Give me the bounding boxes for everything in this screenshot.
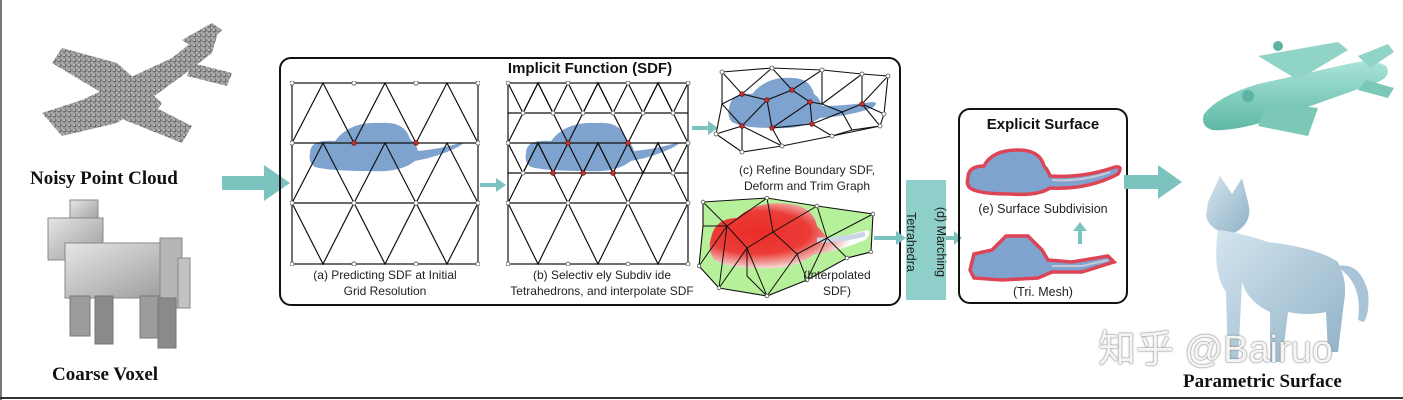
subdivided-surface-mouse [965,148,1122,197]
arrow-b-to-c [692,121,718,135]
refined-boundary-diagram [713,65,891,155]
subdivided-grid-diagram [506,81,691,266]
output-arrow [1124,165,1182,199]
initial-grid-diagram [290,81,480,266]
arrow-a-to-b [480,178,506,192]
marching-label-line2: Tetrahedra [904,212,918,272]
caption-c-line1: (c) Refine Boundary SDF, [738,163,876,177]
caption-a-line2: Grid Resolution [343,284,427,298]
caption-b-line2: Tetrahedrons, and interpolate SDF [510,284,694,298]
arrow-to-marching [874,231,906,245]
caption-interpolated-line1: (Interpolated [803,268,871,282]
subdivision-up-arrow [1073,222,1087,244]
frame-bottom-border [0,397,1403,399]
interpolated-sdf-diagram [697,196,875,299]
explicit-surface-title: Explicit Surface [986,116,1100,133]
explicit-surface-panel [958,108,1128,304]
caption-c-line2: Deform and Trim Graph [743,179,871,193]
parametric-cat-image [1206,176,1369,362]
input-arrow [222,165,290,201]
point-cloud-airplane-image [42,23,232,143]
parametric-surface-label: Parametric Surface [1183,371,1342,392]
caption-e: (e) Surface Subdivision [978,202,1108,216]
caption-interpolated-line2: SDF) [823,284,851,298]
implicit-function-title: Implicit Function (SDF) [507,60,673,77]
noisy-point-cloud-label: Noisy Point Cloud [30,168,178,189]
caption-tri-mesh: (Tri. Mesh) [1013,285,1073,299]
coarse-voxel-label: Coarse Voxel [52,364,159,385]
caption-b-line1: (b) Selectiv ely Subdiv ide [532,268,672,282]
frame-left-border [0,0,2,400]
caption-a-line1: (a) Predicting SDF at Initial [313,268,457,282]
marching-tetrahedra-block: (d) Marching Tetrahedra [904,180,948,300]
triangle-mesh-mouse [968,234,1118,282]
zhihu-watermark: 知乎 @Bairuo [1098,329,1333,371]
parametric-airplane-image [1203,41,1394,136]
coarse-voxel-cat-image [47,199,191,349]
implicit-function-panel [279,57,901,306]
